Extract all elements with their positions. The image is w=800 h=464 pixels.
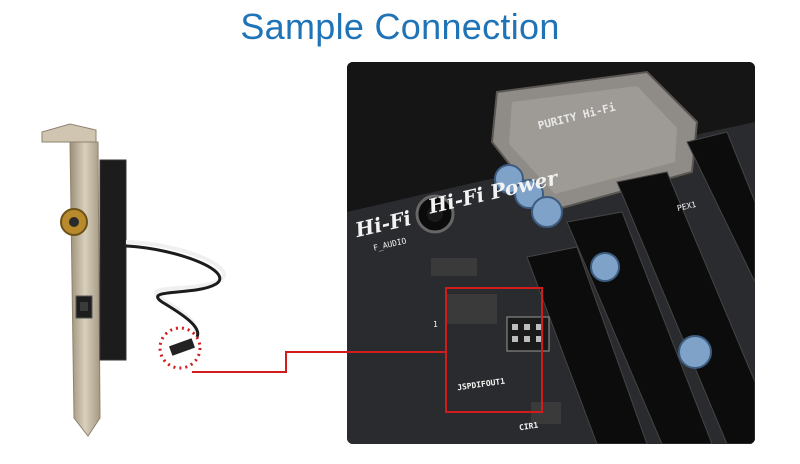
spdif-bracket-image	[41, 123, 226, 437]
page-title: Sample Connection	[240, 6, 560, 47]
motherboard-graphic	[347, 62, 755, 444]
silk-pin1: 1	[433, 320, 438, 329]
motherboard-image: Hi-Fi Power Hi-Fi PURITY Hi-Fi F_AUDIO J…	[347, 62, 755, 444]
